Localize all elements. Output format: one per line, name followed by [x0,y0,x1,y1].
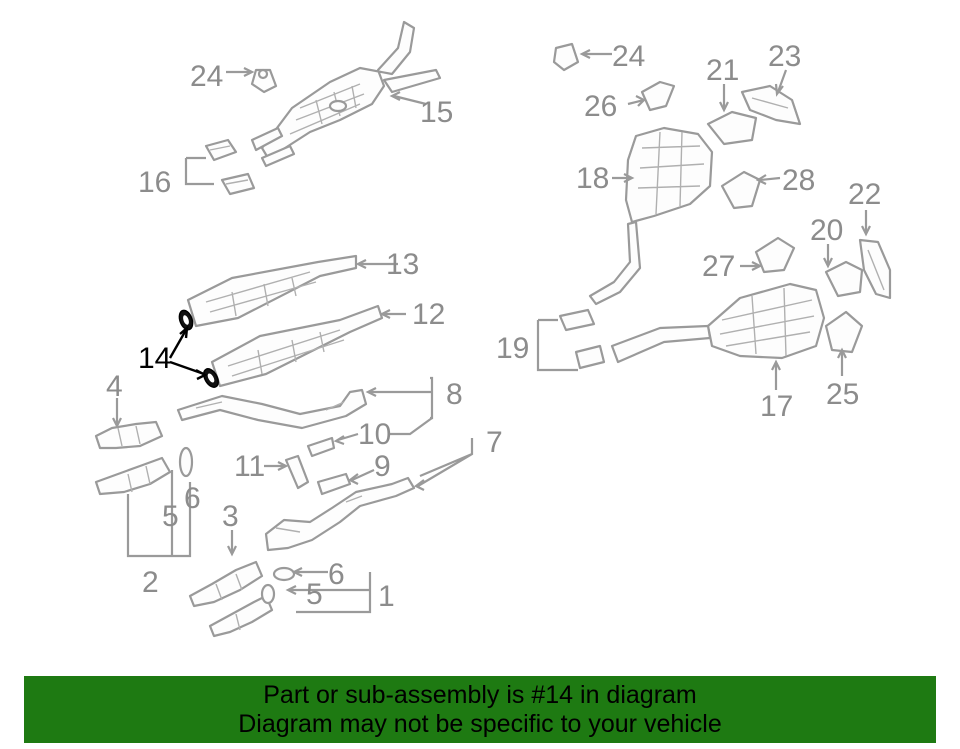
info-banner: Part or sub-assembly is #14 in diagram D… [24,676,936,743]
part-25-bracket [824,310,864,354]
part-18-rear-muffler-left [588,126,714,306]
part-6-gasket-lower [260,566,296,605]
callout-4: 4 [106,370,123,403]
part-6-gasket-upper [178,446,194,478]
leader-lines [112,49,871,614]
part-4-converter [94,420,164,450]
part-26-hanger [640,80,676,112]
part-9-heat-shield [316,472,352,496]
part-28-bracket [720,170,762,210]
part-14-gaskets-highlighted [178,309,219,388]
callout-21: 21 [706,54,739,87]
part-24-hanger-upper-right [552,42,580,72]
callout-28: 28 [782,164,815,197]
callout-14-highlighted: 14 [138,342,171,375]
callout-25: 25 [826,378,859,411]
callout-15: 15 [420,96,453,129]
callout-6: 6 [184,482,201,515]
callout-2: 2 [142,566,159,599]
callout-18: 18 [576,162,609,195]
callout-27: 27 [702,250,735,283]
part-19-clamps [558,308,606,370]
callout-13: 13 [386,248,419,281]
part-13-converter-pipe [186,254,358,328]
callout-17: 17 [760,390,793,423]
callout-3: 3 [222,500,239,533]
callout-10: 10 [358,418,391,451]
part-21-tip [706,110,758,146]
callout-19: 19 [496,332,529,365]
callout-8: 8 [446,378,463,411]
part-27-bracket [754,236,796,274]
part-17-rear-muffler-right [610,282,826,364]
callout-24-right: 24 [612,40,645,73]
part-11-bracket [284,454,310,490]
callout-26: 26 [584,90,617,123]
part-5-converter-upper [94,456,172,496]
exhaust-system-diagram: 24 15 16 13 12 14 4 8 10 11 9 7 6 5 2 3 … [94,20,892,638]
callout-1: 1 [378,580,395,613]
part-5-converter-lower [208,594,274,638]
callout-12: 12 [412,298,445,331]
part-20-tip [824,260,864,298]
part-8-front-pipe [176,388,368,430]
part-7-front-pipe [264,476,416,552]
part-16-clamps [204,138,256,196]
callout-7: 7 [486,426,503,459]
part-12-converter-pipe [210,304,384,388]
callout-11: 11 [234,450,265,483]
callout-24: 24 [190,60,223,93]
callout-9: 9 [374,450,391,483]
callout-5-lower: 5 [306,578,323,611]
callout-20: 20 [810,214,843,247]
callout-6-lower: 6 [328,558,345,591]
banner-line-part-number: Part or sub-assembly is #14 in diagram [263,681,697,709]
part-22-tip-trim [858,238,892,300]
part-24-hanger-upper-left [250,68,278,94]
leader-14-highlighted [168,325,208,381]
part-23-tip-trim [740,84,802,126]
callout-5: 5 [162,500,179,533]
part-15-center-muffler [250,20,442,168]
callout-16: 16 [138,166,171,199]
part-3-converter [188,560,264,608]
part-10-heat-shield [306,436,336,458]
callout-23: 23 [768,40,801,73]
callout-22: 22 [848,178,881,211]
banner-line-disclaimer: Diagram may not be specific to your vehi… [238,710,722,738]
